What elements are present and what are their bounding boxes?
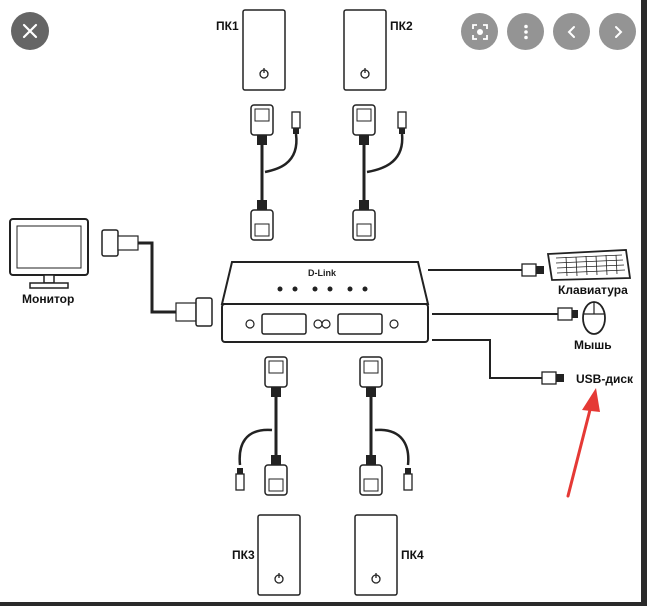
- monitor-label: Монитор: [22, 292, 75, 306]
- chevron-left-icon: [567, 25, 575, 38]
- next-image-button[interactable]: [599, 13, 636, 50]
- kvm-brand-label: D-Link: [308, 268, 337, 278]
- pc4-tower: [354, 514, 398, 596]
- keyboard-cable: [428, 263, 544, 277]
- kvm-switch: [220, 261, 430, 343]
- close-button[interactable]: [11, 12, 49, 50]
- mouse-label: Мышь: [574, 338, 612, 352]
- usb-disk-cable: [432, 339, 564, 385]
- pc3-label: ПК3: [232, 548, 255, 562]
- pc3-cable: [235, 356, 288, 496]
- monitor-cable: [101, 229, 213, 327]
- pc2-label: ПК2: [390, 19, 413, 33]
- close-icon: [22, 23, 38, 39]
- pc4-label: ПК4: [401, 548, 424, 562]
- lens-search-button[interactable]: [461, 13, 498, 50]
- pc1-tower: [242, 9, 286, 91]
- pc1-cable: [250, 104, 301, 241]
- more-options-button[interactable]: [507, 13, 544, 50]
- keyboard-label: Клавиатура: [558, 283, 628, 297]
- usb-disk-label: USB-диск: [576, 372, 634, 386]
- previous-image-button[interactable]: [553, 13, 590, 50]
- mouse-cable: [432, 307, 578, 321]
- viewer-frame-bottom: [0, 602, 647, 606]
- pc1-label: ПК1: [216, 19, 239, 33]
- pc2-tower: [343, 9, 387, 91]
- keyboard-device: [546, 249, 632, 281]
- mouse-device: [582, 301, 606, 335]
- pc2-cable: [352, 104, 407, 241]
- viewer-frame-right: [641, 0, 647, 606]
- more-vert-icon: [523, 24, 528, 39]
- lens-search-icon: [471, 23, 488, 40]
- chevron-right-icon: [614, 25, 622, 38]
- monitor-device: [9, 218, 89, 289]
- pc3-tower: [257, 514, 301, 596]
- red-arrow-annotation: [566, 388, 600, 498]
- pc4-cable: [359, 356, 413, 496]
